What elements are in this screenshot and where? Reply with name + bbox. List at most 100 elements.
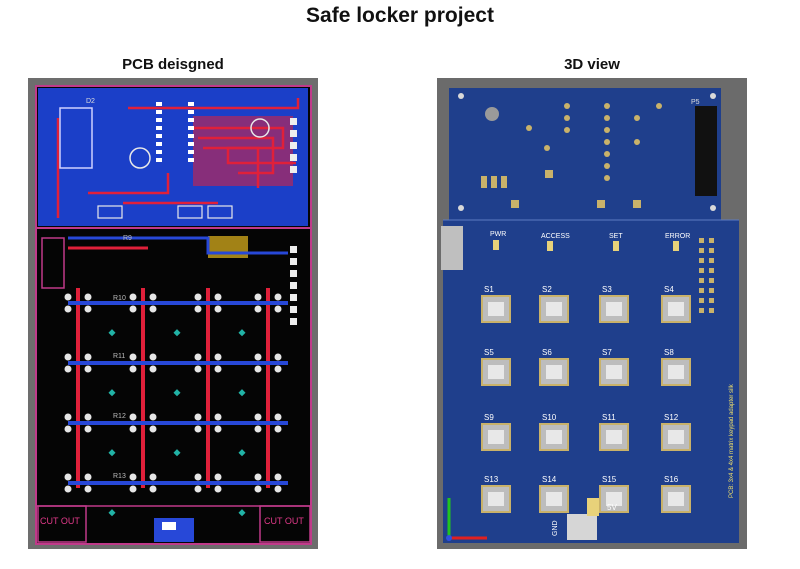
3d-switch-label: S1 xyxy=(484,285,494,294)
pcb-switch-pad xyxy=(149,473,157,481)
3d-mounting-hole xyxy=(710,205,716,211)
pcb-switch-pad xyxy=(214,365,222,373)
pcb-switch-pad xyxy=(84,365,92,373)
3d-switch: S9 xyxy=(481,413,511,451)
page-title: Safe locker project xyxy=(306,4,494,27)
pcb-switch-pad xyxy=(274,413,282,421)
pcb-switch-pad xyxy=(129,353,137,361)
pcb-switch-pad xyxy=(84,485,92,493)
3d-switch: S5 xyxy=(481,348,511,386)
pcb-switch-pad xyxy=(254,413,262,421)
3d-switch: S16 xyxy=(661,475,691,513)
3d-led-pwr: PWR xyxy=(490,231,506,238)
pcb-switch-pad xyxy=(254,485,262,493)
pcb-switch-pad xyxy=(129,305,137,313)
pcb-switch-pad xyxy=(64,353,72,361)
3d-led-access: ACCESS xyxy=(541,233,570,240)
3d-usb-connector xyxy=(441,226,463,270)
pcb-row-traces xyxy=(68,301,288,485)
pcb-switch-pad xyxy=(274,425,282,433)
3d-axis-z xyxy=(446,535,452,541)
3d-switch: S8 xyxy=(661,348,691,386)
3d-switch: S10 xyxy=(539,413,569,451)
pcb-switch-pads xyxy=(64,293,282,493)
pcb-switch-pad xyxy=(64,425,72,433)
3d-power-connector xyxy=(567,514,597,540)
pcb-switch-pad xyxy=(129,365,137,373)
pcb-switch-pad xyxy=(254,305,262,313)
pcb-ic-pads xyxy=(156,102,194,162)
3d-switch-label: S3 xyxy=(602,285,612,294)
pcb-switch-pad xyxy=(194,305,202,313)
pcb-layout-image: D2 xyxy=(28,78,318,549)
pcb-capacitor xyxy=(129,147,151,169)
pcb-layout-drawing: D2 xyxy=(35,85,312,545)
pcb-switch-pad xyxy=(64,413,72,421)
pcb-ref-r12: R12 xyxy=(113,413,126,420)
3d-connector-header xyxy=(695,106,717,196)
pcb-switch-pad xyxy=(194,413,202,421)
3d-switch: S15 xyxy=(599,475,629,513)
3d-switch-label: S5 xyxy=(484,348,494,357)
pcb-switch-pad xyxy=(194,365,202,373)
pcb-switch-pad xyxy=(64,305,72,313)
pcb-switch-pad xyxy=(254,473,262,481)
pcb-switch-pad xyxy=(149,353,157,361)
pcb-switch-pad xyxy=(214,293,222,301)
pcb-switch-pad xyxy=(84,413,92,421)
3d-view-label: 3D view xyxy=(564,56,620,73)
pcb-switch-pad xyxy=(129,425,137,433)
pcb-cut-out-right: CUT OUT xyxy=(264,516,304,526)
pcb-switch-pad xyxy=(274,305,282,313)
pcb-switch-pad xyxy=(84,293,92,301)
pcb-switch-pad xyxy=(254,293,262,301)
pcb-switch-pad xyxy=(214,425,222,433)
pcb-switch-pad xyxy=(84,305,92,313)
pcb-switch-pad xyxy=(129,413,137,421)
3d-switch-label: S9 xyxy=(484,413,494,422)
pcb-switch-pad xyxy=(274,353,282,361)
3d-mounting-hole xyxy=(458,205,464,211)
pcb-switch-pad xyxy=(214,353,222,361)
pcb-bottom-headers xyxy=(97,205,233,219)
pcb-capacitor xyxy=(250,118,270,138)
pcb-ref-r13: R13 xyxy=(113,473,126,480)
pcb-column-traces xyxy=(76,288,270,488)
pcb-switch-pad xyxy=(84,473,92,481)
3d-switch: S14 xyxy=(539,475,569,513)
3d-switch-label: S15 xyxy=(602,475,617,484)
pcb-switch-pad xyxy=(64,485,72,493)
pcb-ref-r11: R11 xyxy=(113,353,125,360)
pcb-ref-r9: R9 xyxy=(123,235,132,242)
pcb-switch-pad xyxy=(129,293,137,301)
pcb-switch-pad xyxy=(84,425,92,433)
pcb-usb-connector xyxy=(41,237,65,289)
pcb-cut-out-left: CUT OUT xyxy=(40,516,80,526)
3d-side-silk-text: PCB: 3x4 & 4x4 matrix keypad adapter sil… xyxy=(729,383,735,498)
pcb-switch-pad xyxy=(214,413,222,421)
3d-gnd-label: GND xyxy=(552,520,559,536)
pcb-right-header xyxy=(290,118,297,173)
pcb-switch-pad xyxy=(254,425,262,433)
3d-power-terminal xyxy=(587,498,599,516)
3d-switch: S4 xyxy=(661,285,691,323)
pcb-switch-pad xyxy=(129,485,137,493)
3d-switch-label: S10 xyxy=(542,413,557,422)
3d-switch: S7 xyxy=(599,348,629,386)
pcb-switch-pad xyxy=(84,353,92,361)
3d-switch: S6 xyxy=(539,348,569,386)
pcb-switch-pad xyxy=(149,485,157,493)
3d-mounting-hole xyxy=(485,107,499,121)
pcb-switch-pad xyxy=(194,485,202,493)
pcb-switch-pad xyxy=(194,353,202,361)
pcb-switch-pad xyxy=(214,473,222,481)
pcb-switch-pad xyxy=(254,365,262,373)
3d-switch-label: S6 xyxy=(542,348,552,357)
pcb-switch-pad xyxy=(214,485,222,493)
pcb-component-d2 xyxy=(59,107,93,169)
3d-switch-label: S13 xyxy=(484,475,499,484)
pcb-switch-pad xyxy=(149,305,157,313)
